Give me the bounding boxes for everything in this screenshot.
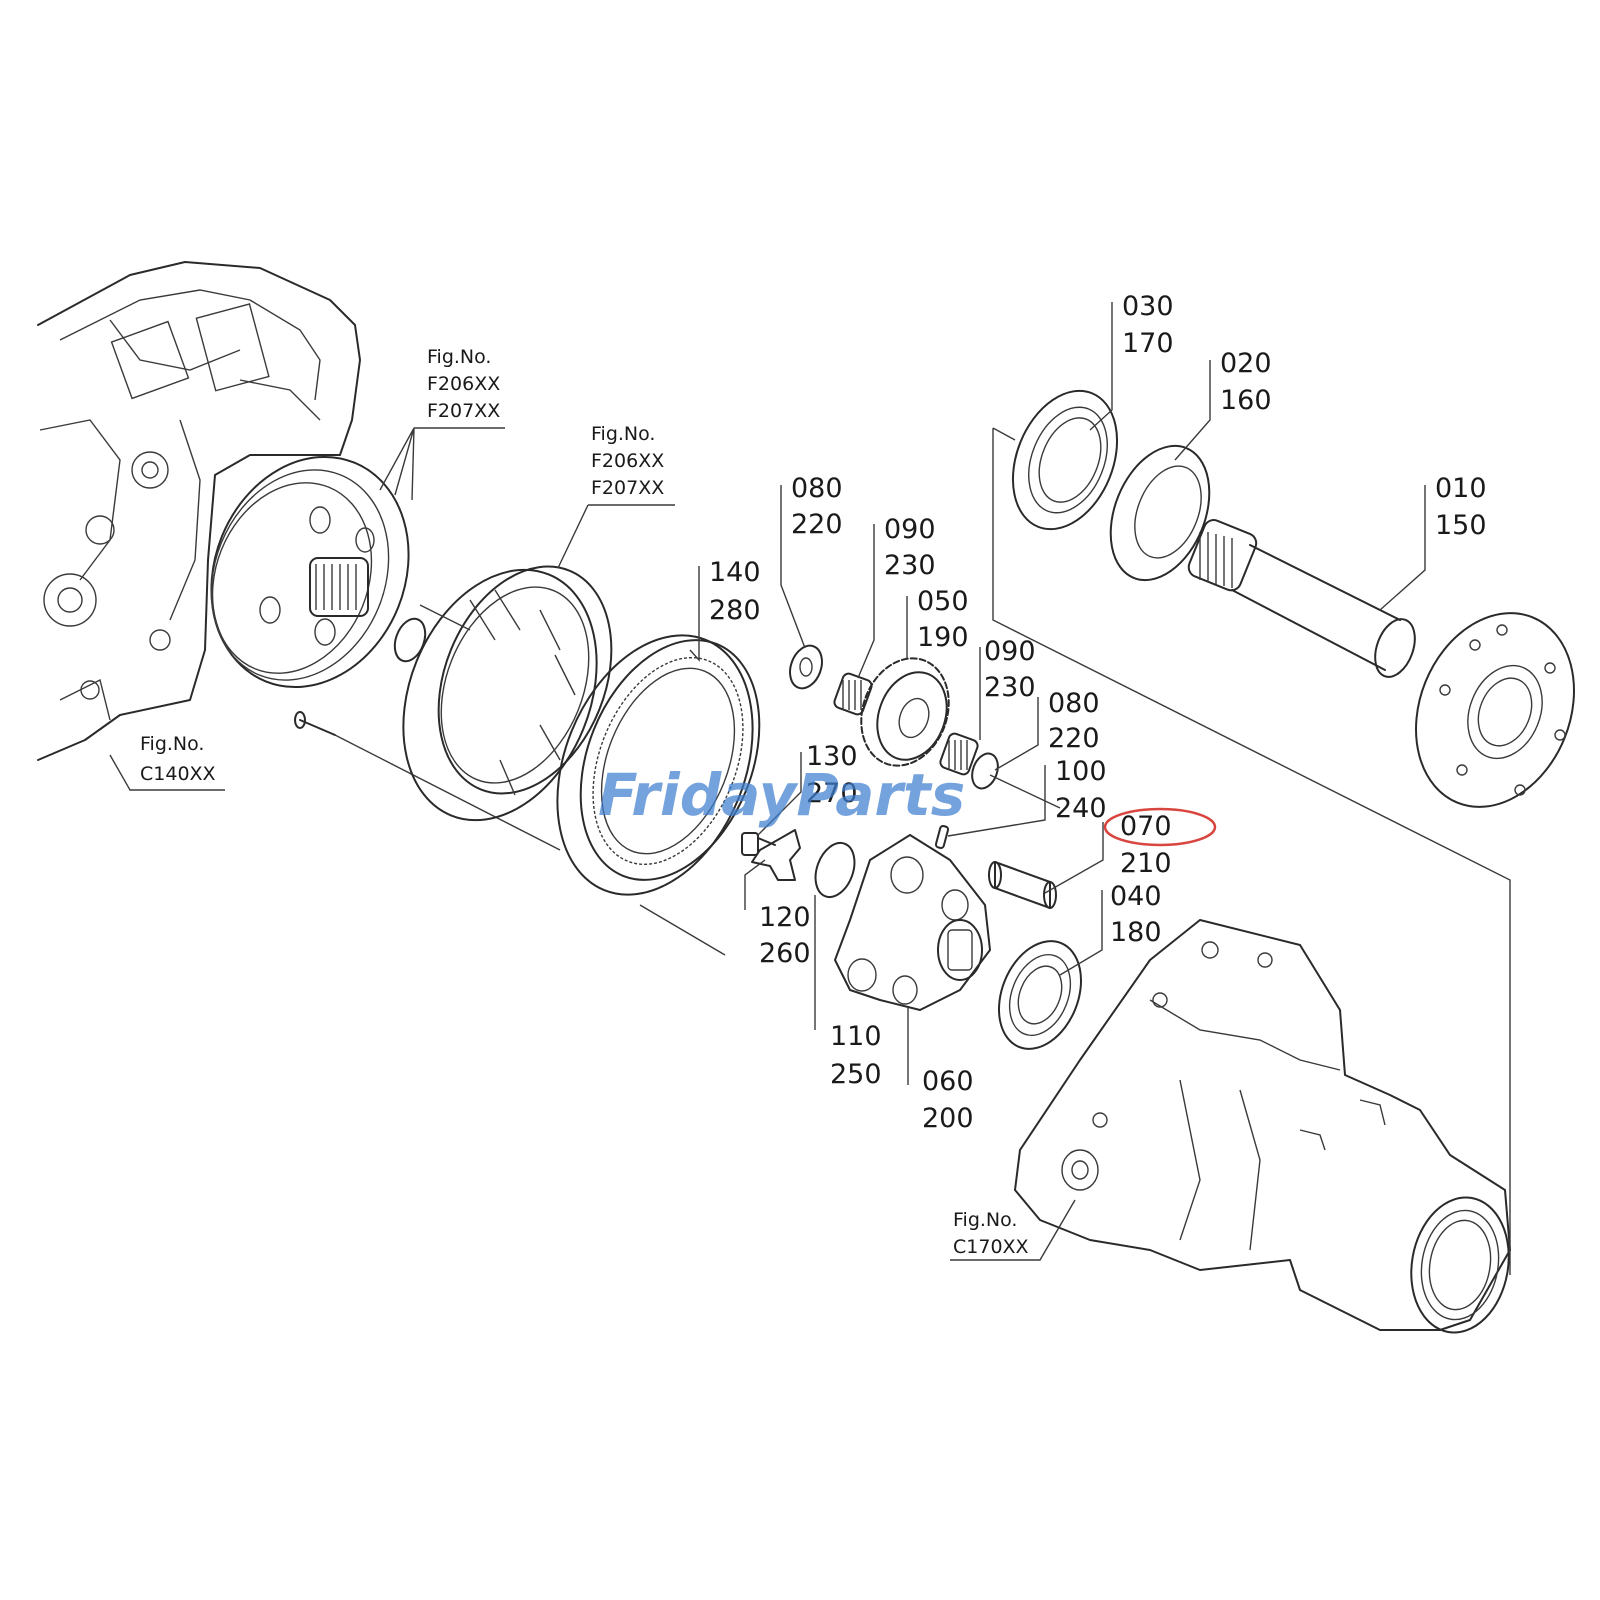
callout-140-280: 140 280 [709,557,761,626]
guide-pin [639,904,726,956]
planet-gear [860,657,950,767]
part-number: 210 [1120,848,1172,879]
fig-code: F207XX [591,477,664,499]
part-number: 230 [884,550,936,581]
axle-housing [1014,919,1511,1334]
part-number: 040 [1110,881,1162,912]
group-bracket [992,428,1511,1275]
part-number: 170 [1122,328,1174,359]
transmission-housing [37,261,361,761]
needle-bearing-left [833,672,873,716]
callout-080-220-right: 080 220 [1048,688,1100,754]
part-number: 200 [922,1103,974,1134]
fig-ref-axle-housing: Fig.No. C170XX [953,1209,1029,1258]
part-number: 280 [709,595,761,626]
part-number: 050 [917,586,969,617]
planet-pin [988,861,1057,909]
part-number: 030 [1122,291,1174,322]
callout-020-160: 020 160 [1220,348,1272,416]
part-number: 260 [759,938,811,969]
ball-bearing [997,940,1083,1050]
part-number: 120 [759,902,811,933]
fig-heading: Fig.No. [953,1209,1017,1231]
axis-lines [419,604,1061,809]
fig-ref-center: Fig.No. F206XX F207XX [591,423,664,499]
planet-carrier [834,834,991,1011]
highlight-ring [1103,807,1217,847]
callout-040-180: 040 180 [1110,881,1162,948]
callout-090-230-right: 090 230 [984,636,1036,703]
fig-ref-housing: Fig.No. C140XX [140,733,216,785]
fig-heading: Fig.No. [140,733,204,755]
fig-heading: Fig.No. [427,346,491,368]
part-number: 060 [922,1066,974,1097]
callout-070-210: 070 210 [1103,807,1217,879]
fig-code: F206XX [427,373,500,395]
part-number: 080 [1048,688,1100,719]
part-number: 130 [806,741,858,772]
fig-code: C140XX [140,763,216,785]
part-number: 270 [806,778,858,809]
callout-110-250: 110 250 [830,1021,882,1090]
callout-120-260: 120 260 [759,902,811,969]
snap-ring [814,841,856,899]
callout-060-200: 060 200 [922,1066,974,1134]
part-number: 140 [709,557,761,588]
thrust-washer-left [789,644,823,690]
axle-shaft [1187,519,1575,808]
part-number: 150 [1435,510,1487,541]
brake-shell [402,565,613,822]
shaft-bearing [1011,389,1119,531]
spring-pin [934,825,950,849]
callout-050-190: 050 190 [917,586,969,653]
thrust-washer-right [971,752,999,790]
callout-090-230-left: 090 230 [884,514,936,581]
part-number: 220 [1048,723,1100,754]
o-ring [393,617,427,663]
part-number: 230 [984,672,1036,703]
part-number: 090 [984,636,1036,667]
group-bracket-tick [992,427,1016,441]
fig-code: F206XX [591,450,664,472]
part-number: 010 [1435,473,1487,504]
needle-bearing-right [939,732,979,776]
watermark: FridayParts [598,761,965,829]
part-number: 110 [830,1021,882,1052]
callout-100-240: 100 240 [1055,756,1107,824]
part-number: 160 [1220,385,1272,416]
fig-heading: Fig.No. [591,423,655,445]
fig-code: C170XX [953,1236,1029,1258]
dowel-pin [294,711,561,851]
clutch-drum [210,455,410,689]
fig-code: F207XX [427,400,500,422]
part-number: 190 [917,622,969,653]
callout-010-150: 010 150 [1435,473,1487,541]
part-number: 100 [1055,756,1107,787]
watermark-text: FridayParts [598,761,965,829]
lock-plate [751,829,801,881]
callout-130-270: 130 270 [806,741,858,809]
part-number: 220 [791,509,843,540]
part-number: 090 [884,514,936,545]
leader-lines [109,302,1426,1261]
callout-030-170: 030 170 [1122,291,1174,359]
fig-ref-top-left: Fig.No. F206XX F207XX [427,346,500,422]
watermark-part1: Friday [598,761,799,829]
thrust-washer-left-hole [799,657,813,677]
callout-080-220-left: 080 220 [791,473,843,540]
ring-gear [556,634,761,896]
part-number-highlighted: 070 [1120,811,1172,842]
part-number: 240 [1055,793,1107,824]
part-number: 250 [830,1059,882,1090]
watermark-part2: Parts [796,761,965,829]
part-number: 180 [1110,917,1162,948]
part-number: 020 [1220,348,1272,379]
part-number: 080 [791,473,843,504]
